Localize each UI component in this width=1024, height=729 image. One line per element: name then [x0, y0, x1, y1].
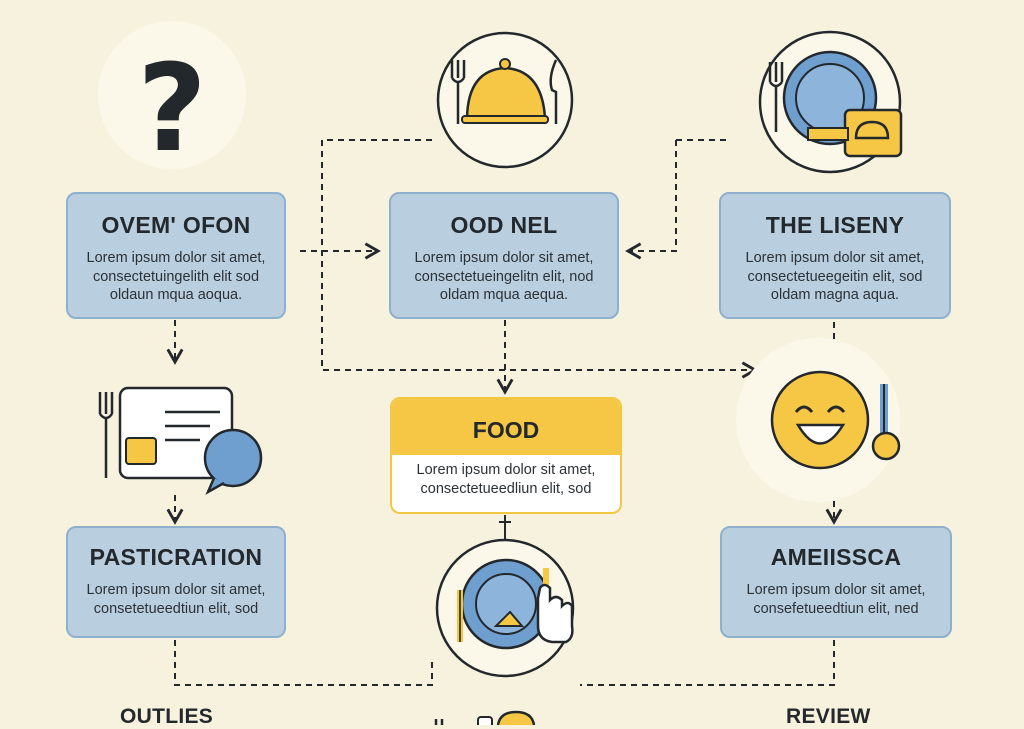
card-title: AMEIISSCA [770, 544, 902, 570]
smiley-icon [736, 338, 901, 502]
bottom-partial-icons [434, 710, 536, 725]
connector-bottom-left [174, 640, 433, 686]
food-card: FOOD Lorem ipsum dolor sit amet, consect… [390, 397, 622, 514]
card-title: PASTICRATION [89, 544, 263, 570]
food-body: Lorem ipsum dolor sit amet, consectetuee… [416, 462, 596, 497]
food-title: FOOD [392, 399, 620, 455]
card-body: Lorem ipsum dolor sit amet, consectetuin… [86, 250, 266, 303]
label-review: REVIEW [786, 705, 871, 728]
plate-tap-icon [435, 538, 575, 678]
menu-chat-icon [98, 386, 263, 495]
connector-bottom-right [580, 640, 835, 686]
plate-ticket-icon [758, 30, 903, 174]
card-title: OVEM' OFON [101, 212, 251, 238]
card-title: OOD NEL [450, 212, 558, 238]
card-body: Lorem ipsum dolor sit amet, consectetuee… [745, 250, 925, 303]
label-outlies: OUTLIES [120, 705, 214, 728]
cloche-icon [436, 31, 574, 169]
card-top-right: THE LISENY Lorem ipsum dolor sit amet, c… [719, 192, 951, 319]
card-top-mid: OOD NEL Lorem ipsum dolor sit amet, cons… [389, 192, 619, 319]
card-bottom-right: AMEIISSCA Lorem ipsum dolor sit amet, co… [720, 526, 952, 638]
card-top-left: OVEM' OFON Lorem ipsum dolor sit amet, c… [66, 192, 286, 319]
card-body: Lorem ipsum dolor sit amet, consectetuei… [414, 250, 594, 303]
svg-text:?: ? [137, 40, 207, 179]
card-bottom-left: PASTICRATION Lorem ipsum dolor sit amet,… [66, 526, 286, 638]
card-body: Lorem ipsum dolor sit amet, consetetueed… [86, 582, 266, 617]
question-mark-icon: ? [98, 21, 246, 179]
connector-cloche-loop [321, 139, 758, 379]
card-title: THE LISENY [765, 212, 905, 238]
card-body: Lorem ipsum dolor sit amet, consefetueed… [746, 582, 926, 617]
connector-right-to-mid [625, 140, 677, 260]
